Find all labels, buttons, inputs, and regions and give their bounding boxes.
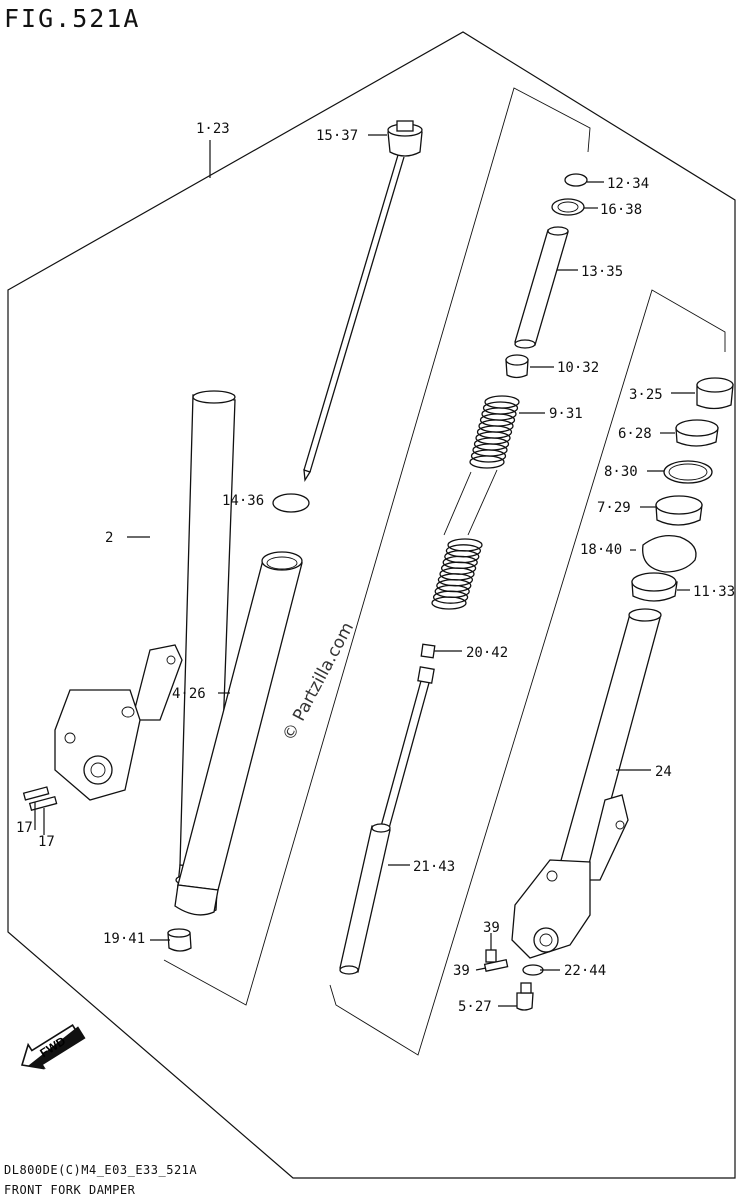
damper-rod bbox=[303, 120, 423, 482]
callout-7: 7·29 bbox=[597, 500, 631, 516]
bushing-3 bbox=[696, 377, 734, 410]
figure-title: FIG.521A bbox=[4, 4, 141, 33]
figure-code: DL800DE(C)M4_E03_E33_521A bbox=[4, 1163, 198, 1177]
spacer-13 bbox=[514, 226, 569, 349]
callout-9: 9·31 bbox=[549, 406, 583, 422]
diagram-frame bbox=[7, 31, 736, 1179]
callout-24: 24 bbox=[655, 764, 672, 780]
callout-39a: 39 bbox=[483, 920, 500, 936]
callout-20: 20·42 bbox=[466, 645, 508, 661]
callout-17b: 17 bbox=[38, 834, 55, 850]
group-outline-damper bbox=[163, 87, 591, 1006]
fwd-arrow: FWD bbox=[20, 1024, 86, 1070]
callout-3: 3·25 bbox=[629, 387, 663, 403]
bushing-19 bbox=[167, 932, 192, 952]
callout-12: 12·34 bbox=[607, 176, 649, 192]
washer-16 bbox=[551, 198, 585, 216]
nut-20 bbox=[420, 643, 436, 659]
collar-12 bbox=[564, 173, 588, 187]
callout-17a: 17 bbox=[16, 820, 33, 836]
callout-13: 13·35 bbox=[581, 264, 623, 280]
callout-6: 6·28 bbox=[618, 426, 652, 442]
spring-coil bbox=[469, 455, 505, 469]
callout-5: 5·27 bbox=[458, 999, 492, 1015]
bushing-6 bbox=[675, 419, 719, 447]
callout-1: 1·23 bbox=[196, 121, 230, 137]
callout-10: 10·32 bbox=[557, 360, 599, 376]
callout-15: 15·37 bbox=[316, 128, 358, 144]
callout-19: 19·41 bbox=[103, 931, 145, 947]
callout-2: 2 bbox=[105, 530, 113, 546]
fork-spring-9 bbox=[431, 395, 520, 610]
spring-coil bbox=[432, 590, 469, 604]
callout-14: 14·36 bbox=[222, 493, 264, 509]
callout-21: 21·43 bbox=[413, 859, 455, 875]
cartridge-21 bbox=[339, 666, 435, 975]
callout-labels: 1·23 15·37 12·34 16·38 13·35 10·32 3·25 … bbox=[16, 121, 735, 1015]
o-ring-14 bbox=[272, 493, 310, 513]
oil-seal-7 bbox=[655, 495, 703, 526]
spring-coil bbox=[470, 449, 507, 463]
right-fork-leg bbox=[511, 794, 629, 959]
stopper-ring-18 bbox=[642, 534, 697, 573]
callout-39b: 39 bbox=[453, 963, 470, 979]
watermark-text: © Partzilla.com bbox=[279, 619, 358, 744]
figure-name: FRONT FORK DAMPER bbox=[4, 1183, 136, 1197]
drain-bolt-5 bbox=[516, 982, 534, 1011]
spring-seat-10 bbox=[505, 354, 529, 379]
bolts-39 bbox=[483, 949, 509, 972]
callout-4: 4·26 bbox=[172, 686, 206, 702]
spring-coil bbox=[431, 596, 467, 610]
inner-tube-4 bbox=[174, 551, 303, 916]
group-outline-spring bbox=[329, 289, 726, 1056]
washer-8 bbox=[663, 460, 713, 484]
callout-8: 8·30 bbox=[604, 464, 638, 480]
leader-lines bbox=[34, 134, 695, 1007]
callout-22: 22·44 bbox=[564, 963, 606, 979]
callout-18: 18·40 bbox=[580, 542, 622, 558]
left-fork-leg bbox=[22, 644, 183, 812]
callout-11: 11·33 bbox=[693, 584, 735, 600]
dust-seal-11 bbox=[631, 572, 678, 602]
callout-16: 16·38 bbox=[600, 202, 642, 218]
